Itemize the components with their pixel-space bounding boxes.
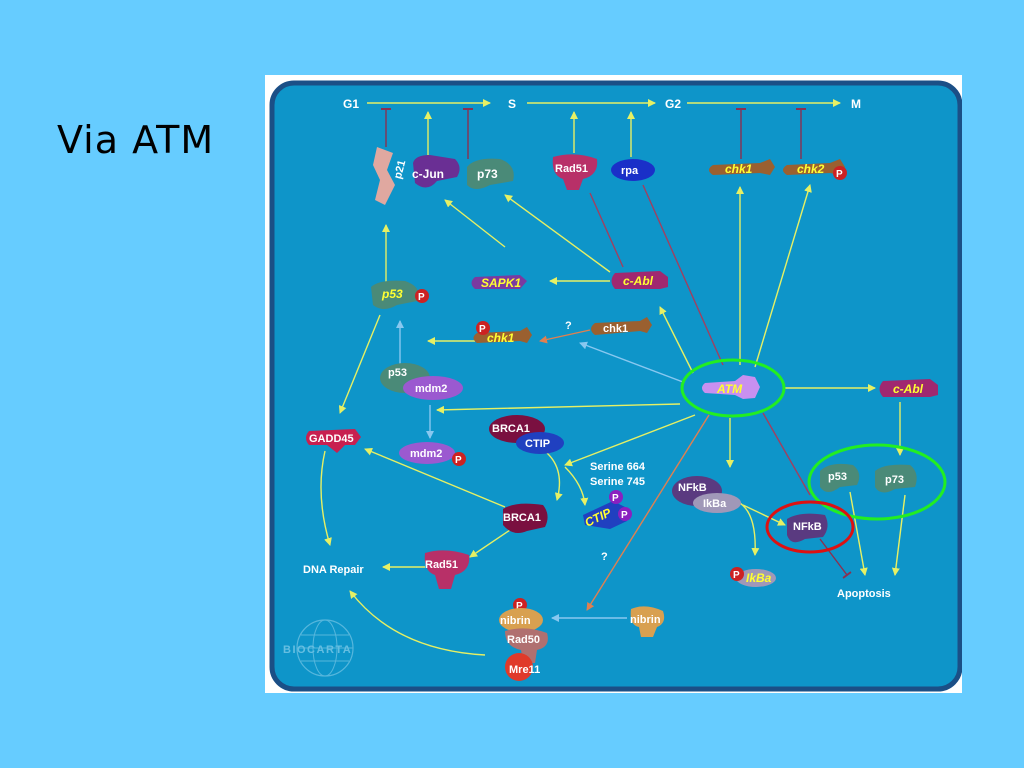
svg-text:Rad50: Rad50 — [507, 634, 540, 646]
highlight-atm-ring — [680, 358, 786, 418]
svg-text:mdm2: mdm2 — [410, 448, 442, 460]
node-rad51-top[interactable]: Rad51 — [552, 154, 598, 190]
svg-text:P: P — [733, 570, 740, 581]
svg-text:CTIP: CTIP — [525, 438, 550, 450]
svg-text:p53: p53 — [388, 367, 407, 379]
question-mark-1: ? — [565, 320, 572, 332]
node-p73-right[interactable]: p73 — [875, 464, 917, 493]
phase-g2: G2 — [665, 97, 681, 111]
svg-text:P: P — [612, 493, 619, 504]
svg-text:p21: p21 — [392, 159, 409, 180]
svg-text:Mre11: Mre11 — [509, 664, 540, 676]
node-atm[interactable]: ATM — [702, 375, 760, 399]
node-p21[interactable]: p21 — [373, 147, 408, 205]
node-chk1-right[interactable]: chk1 — [591, 317, 652, 335]
svg-text:chk2: chk2 — [797, 162, 825, 176]
svg-text:GADD45: GADD45 — [309, 433, 354, 445]
cycle-edges — [381, 108, 806, 159]
highlight-nfkb-ring — [765, 500, 855, 554]
label-dna-repair: DNA Repair — [303, 564, 364, 576]
svg-text:ATM: ATM — [716, 382, 743, 396]
svg-text:c-Abl: c-Abl — [623, 274, 654, 288]
label-serine-664: Serine 664 — [590, 461, 646, 473]
node-mrn-complex[interactable]: P nibrin Rad50 Mre11 — [499, 598, 548, 681]
phase-m: M — [851, 97, 861, 111]
svg-text:c-Jun: c-Jun — [412, 167, 444, 181]
svg-text:Rad51: Rad51 — [555, 163, 588, 175]
node-nibrin-right[interactable]: nibrin — [630, 606, 665, 637]
biocarta-watermark: BIOCARTA — [283, 619, 354, 677]
cell-panel — [269, 80, 962, 692]
node-chk1-top[interactable]: chk1 — [709, 159, 775, 176]
node-mdm2-phospho[interactable]: mdm2 P — [399, 442, 466, 466]
node-c-abl-mid[interactable]: c-Abl — [611, 271, 669, 289]
pathway-diagram: G1 S G2 M ? — [265, 75, 962, 693]
svg-text:chk1: chk1 — [487, 331, 515, 345]
svg-text:BRCA1: BRCA1 — [492, 423, 530, 435]
svg-text:nibrin: nibrin — [630, 614, 661, 626]
svg-text:rpa: rpa — [621, 165, 639, 177]
svg-text:nibrin: nibrin — [500, 615, 531, 627]
svg-text:P: P — [621, 510, 628, 521]
svg-text:NFkB: NFkB — [793, 521, 822, 533]
svg-text:p73: p73 — [477, 167, 498, 181]
svg-text:IkBa: IkBa — [703, 498, 727, 510]
label-serine-745: Serine 745 — [590, 476, 645, 488]
label-apoptosis: Apoptosis — [837, 588, 891, 600]
node-nfkb-free[interactable]: NFkB — [787, 513, 828, 543]
node-chk1-phospho[interactable]: chk1 P — [473, 321, 533, 345]
phase-s: S — [508, 97, 516, 111]
svg-text:p73: p73 — [885, 474, 904, 486]
svg-text:c-Abl: c-Abl — [893, 382, 924, 396]
svg-text:P: P — [455, 455, 462, 466]
svg-text:p53: p53 — [828, 471, 847, 483]
node-p73-top[interactable]: p73 — [467, 158, 514, 189]
svg-text:SAPK1: SAPK1 — [481, 276, 521, 290]
svg-text:P: P — [836, 169, 843, 180]
svg-text:chk1: chk1 — [725, 162, 753, 176]
node-chk2[interactable]: chk2 P — [783, 159, 847, 180]
slide-title: Via ATM — [57, 118, 215, 162]
node-brca1[interactable]: BRCA1 — [503, 503, 548, 533]
node-sapk1[interactable]: SAPK1 — [471, 275, 528, 290]
node-rpa[interactable]: rpa — [611, 159, 655, 181]
node-gadd45[interactable]: GADD45 — [306, 429, 361, 453]
svg-text:Rad51: Rad51 — [425, 559, 458, 571]
cell-cycle-axis: G1 S G2 M — [343, 97, 861, 111]
node-nfkb-ikba-complex[interactable]: NFkB IkBa — [672, 476, 741, 513]
svg-text:NFkB: NFkB — [678, 482, 707, 494]
node-c-abl-right[interactable]: c-Abl — [879, 379, 939, 397]
question-mark-2: ? — [601, 551, 608, 563]
svg-text:mdm2: mdm2 — [415, 383, 447, 395]
interaction-edges: ? ? — [320, 184, 906, 656]
svg-text:IkBa: IkBa — [746, 571, 772, 585]
svg-text:P: P — [516, 601, 523, 612]
node-c-jun[interactable]: c-Jun — [412, 155, 460, 188]
svg-text:BRCA1: BRCA1 — [503, 512, 541, 524]
svg-text:p53: p53 — [381, 287, 403, 301]
phase-g1: G1 — [343, 97, 359, 111]
svg-text:chk1: chk1 — [603, 323, 628, 335]
node-ctip-phospho[interactable]: CTIP P P — [583, 490, 632, 530]
node-p53-phospho[interactable]: p53 P — [371, 280, 429, 309]
svg-text:P: P — [479, 324, 486, 335]
node-brca1-ctip-complex[interactable]: BRCA1 CTIP — [489, 415, 564, 454]
node-p53-right[interactable]: p53 — [820, 463, 860, 492]
svg-text:P: P — [418, 292, 425, 303]
highlight-p53-p73-ring — [807, 443, 947, 521]
node-ikba-phospho[interactable]: IkBa P — [730, 567, 776, 587]
svg-text:BIOCARTA: BIOCARTA — [283, 644, 352, 656]
node-p53-mdm2-complex[interactable]: p53 mdm2 — [380, 363, 463, 400]
node-rad51[interactable]: Rad51 — [424, 550, 470, 589]
